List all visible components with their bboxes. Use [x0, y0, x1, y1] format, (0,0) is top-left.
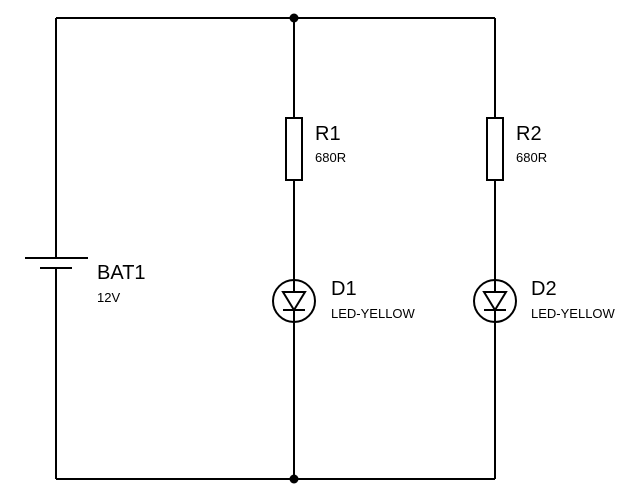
- resistor-r1: [285, 117, 303, 181]
- battery-value-label: 12V: [97, 290, 120, 305]
- r2-ref-label: R2: [516, 123, 542, 145]
- resistor-r2: [486, 117, 504, 181]
- d1-value-label: LED-YELLOW: [331, 306, 416, 321]
- junction-top: [289, 13, 299, 23]
- d2-ref-label: D2: [531, 278, 557, 300]
- battery-symbol: [25, 257, 88, 269]
- led-d2: [473, 279, 517, 323]
- r1-ref-label: R1: [315, 123, 341, 145]
- wires: [55, 17, 496, 480]
- led-d1: [272, 279, 316, 323]
- d2-value-label: LED-YELLOW: [531, 306, 616, 321]
- led-d1-anode-triangle: [281, 291, 307, 312]
- led-d2-anode-triangle: [482, 291, 508, 312]
- r1-value-label: 680R: [315, 150, 346, 165]
- d1-ref-label: D1: [331, 278, 357, 300]
- battery-ref-label: BAT1: [97, 262, 146, 284]
- r2-value-label: 680R: [516, 150, 547, 165]
- junction-bottom: [289, 474, 299, 484]
